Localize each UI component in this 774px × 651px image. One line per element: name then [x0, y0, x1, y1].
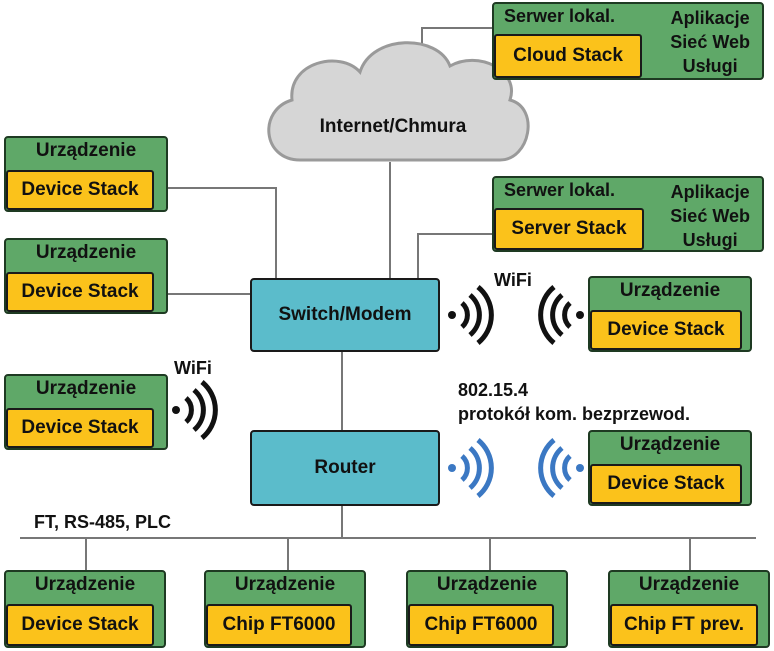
device-box: Urządzenie Device Stack: [588, 276, 752, 352]
cloud-stack-label: Cloud Stack: [494, 34, 642, 78]
device-title: Urządzenie: [234, 574, 336, 595]
device-box: Urządzenie Chip FT6000: [406, 570, 568, 648]
device-stack-label: Device Stack: [6, 408, 154, 448]
device-title: Urządzenie: [35, 242, 137, 263]
device-stack-label: Chip FT prev.: [610, 604, 758, 646]
device-stack-label: Device Stack: [6, 170, 154, 210]
device-box: Urządzenie Device Stack: [4, 136, 168, 212]
cloud-label: Internet/Chmura: [319, 116, 467, 137]
server-title: Serwer lokal.: [504, 6, 616, 26]
device-box: Urządzenie Device Stack: [4, 374, 168, 450]
device-box: Urządzenie Device Stack: [588, 430, 752, 506]
switch-modem-box: Switch/Modem: [250, 278, 440, 352]
device-box: Urządzenie Chip FT6000: [204, 570, 366, 648]
zigbee-signal-icon: [448, 438, 494, 498]
service-item: Aplikacje: [670, 182, 750, 202]
bus-label: FT, RS-485, PLC: [34, 512, 172, 532]
service-item: Usługi: [682, 230, 738, 250]
device-box: Urządzenie Device Stack: [4, 570, 166, 648]
device-title: Urządzenie: [35, 378, 137, 399]
server-title: Serwer lokal.: [504, 180, 616, 200]
device-title: Urządzenie: [34, 574, 136, 595]
device-title: Urządzenie: [619, 434, 721, 455]
device-title: Urządzenie: [436, 574, 538, 595]
device-stack-label: Device Stack: [590, 464, 742, 504]
wifi-signal-icon: [448, 285, 494, 345]
cloud-shape: [267, 41, 530, 162]
service-item: Usługi: [682, 56, 738, 76]
service-item: Aplikacje: [670, 8, 750, 28]
device-stack-label: Chip FT6000: [206, 604, 352, 646]
device-stack-label: Device Stack: [590, 310, 742, 350]
device-stack-label: Device Stack: [6, 272, 154, 312]
zigbee-signal-icon: [538, 438, 584, 498]
device-box: Urządzenie Device Stack: [4, 238, 168, 314]
wifi-signal-icon: [538, 285, 584, 345]
server-stack-label: Server Stack: [494, 208, 644, 250]
wifi-label: WiFi: [174, 358, 212, 378]
service-item: Sieć Web: [670, 206, 750, 226]
device-title: Urządzenie: [619, 280, 721, 301]
device-box: Urządzenie Chip FT prev.: [608, 570, 770, 648]
server-services: Aplikacje Sieć Web Usługi: [670, 6, 750, 78]
server-services: Aplikacje Sieć Web Usługi: [670, 180, 750, 252]
protocol-label: 802.15.4: [458, 380, 529, 400]
service-item: Sieć Web: [670, 32, 750, 52]
device-title: Urządzenie: [35, 140, 137, 161]
wifi-signal-icon: [172, 380, 218, 440]
device-stack-label: Device Stack: [6, 604, 154, 646]
device-stack-label: Chip FT6000: [408, 604, 554, 646]
protocol-label: protokół kom. bezprzewod.: [458, 404, 691, 424]
wifi-label: WiFi: [494, 270, 532, 290]
router-box: Router: [250, 430, 440, 506]
device-title: Urządzenie: [638, 574, 740, 595]
cloud-server-box: Serwer lokal. Aplikacje Sieć Web Usługi …: [492, 2, 764, 80]
local-server-box: Serwer lokal. Aplikacje Sieć Web Usługi …: [492, 176, 764, 252]
